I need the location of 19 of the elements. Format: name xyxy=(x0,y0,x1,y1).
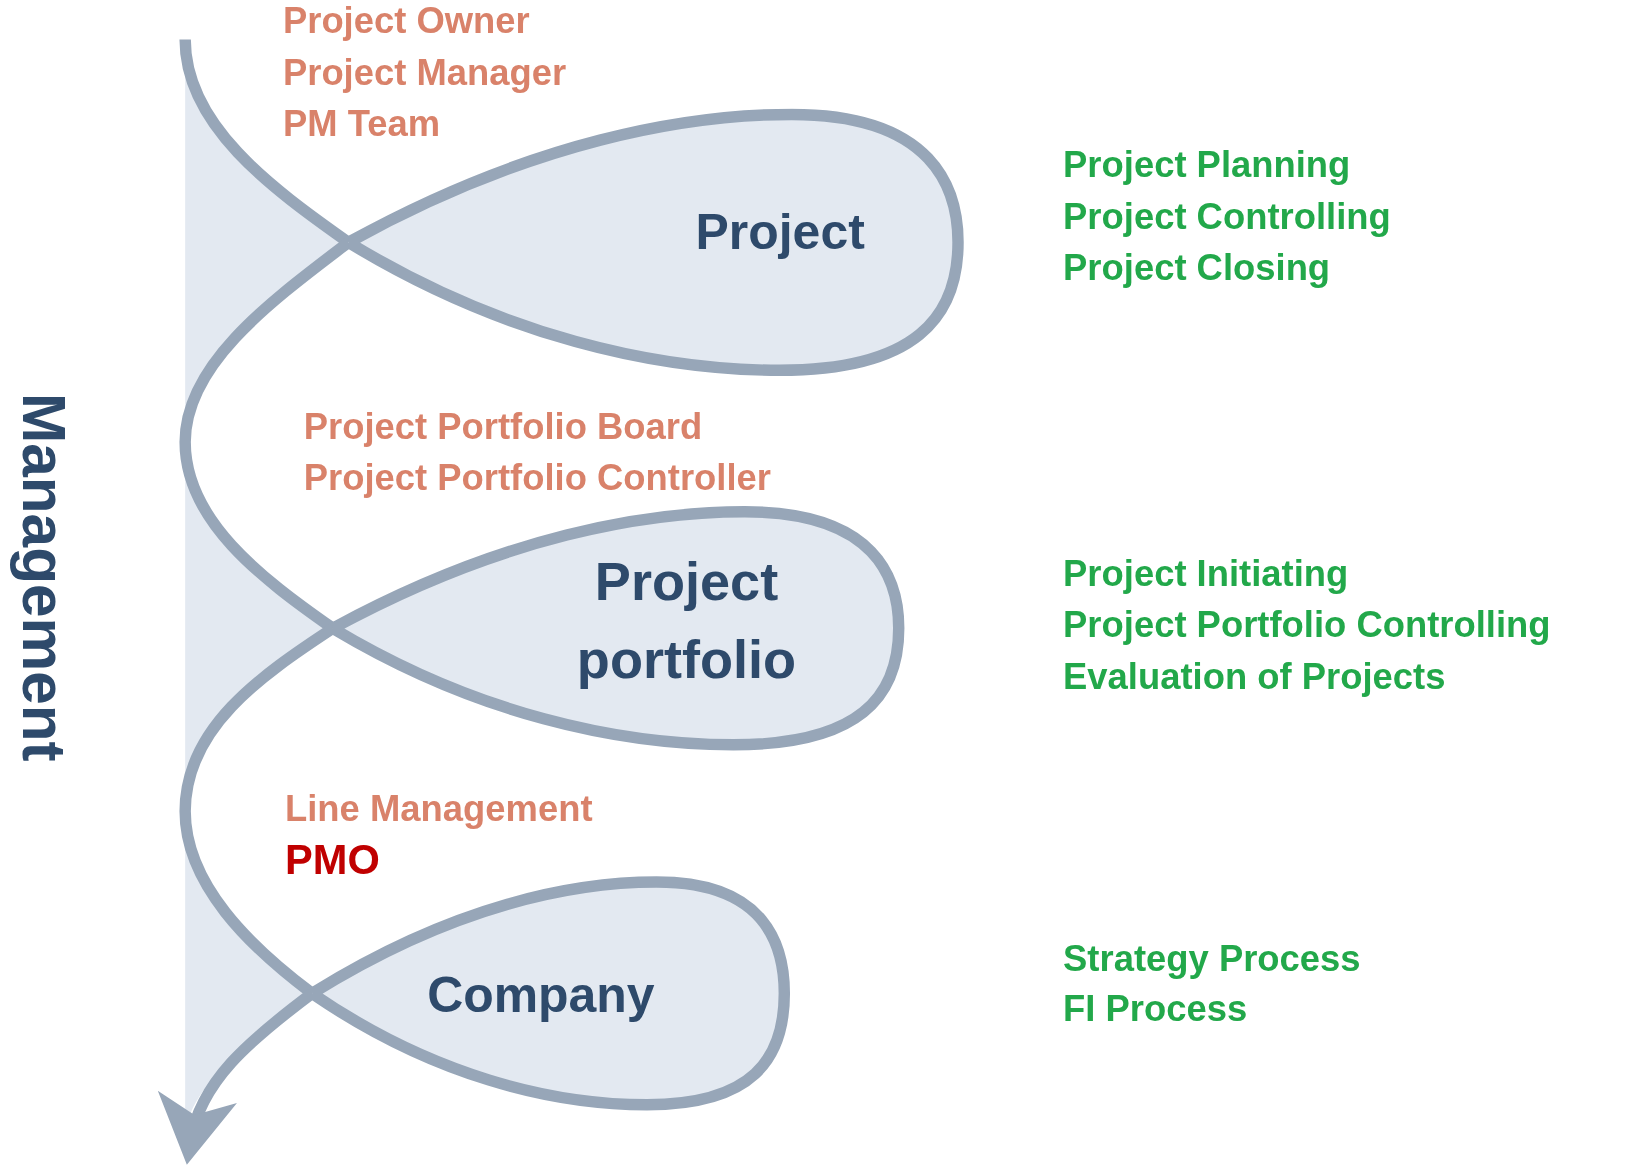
role-label: Project Manager xyxy=(282,52,567,94)
role-label: Project Portfolio Controller xyxy=(303,456,771,499)
loop-title: Project xyxy=(694,202,866,261)
role-label: Project Portfolio Board xyxy=(303,405,703,448)
axis-title: Management xyxy=(10,392,77,762)
role-label: Project Owner xyxy=(282,0,530,42)
process-label: Project Closing xyxy=(1063,246,1331,289)
process-label: Evaluation of Projects xyxy=(1063,655,1446,697)
process-label: FI Process xyxy=(1063,988,1248,1030)
process-label: Project Planning xyxy=(1063,143,1351,186)
role-label: Line Management xyxy=(285,787,593,830)
role-label: PM Team xyxy=(282,103,441,145)
role-label: PMO xyxy=(285,838,380,880)
process-label: Project Initiating xyxy=(1063,552,1349,594)
process-label: Strategy Process xyxy=(1063,937,1361,979)
loop-title: Company xyxy=(426,966,656,1025)
process-label: Project Portfolio Controlling xyxy=(1063,603,1551,645)
loop-title: Project portfolio xyxy=(575,550,798,693)
process-label: Project Controlling xyxy=(1063,195,1391,238)
